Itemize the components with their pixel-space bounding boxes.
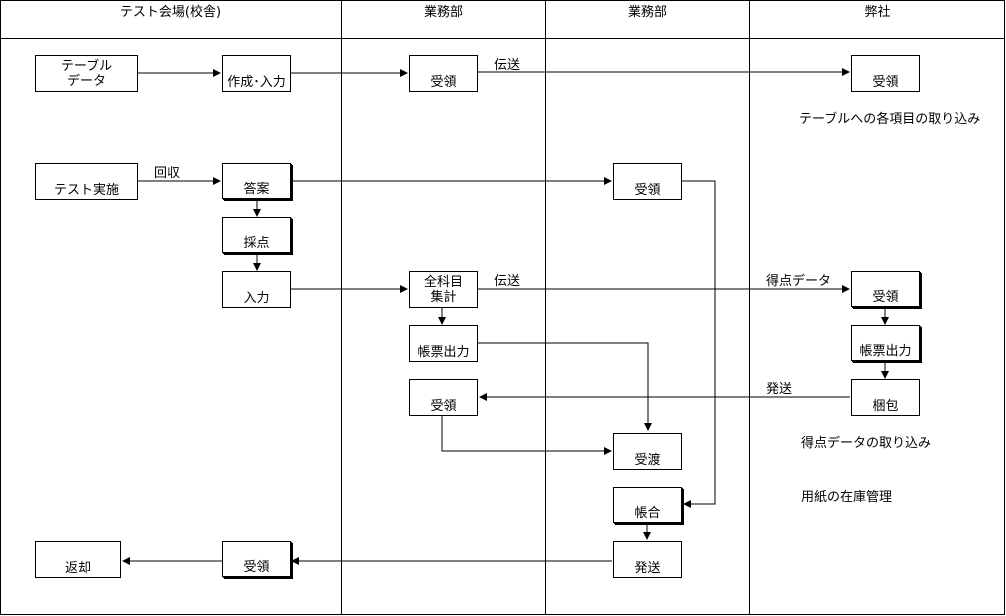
node-table-data-label: テーブル データ — [60, 58, 113, 89]
label-ship-back: 発送 — [766, 382, 793, 397]
note-import-scores: 得点データの取り込み — [801, 436, 932, 451]
node-ship: 発送 — [613, 541, 682, 578]
node-receive-2: 受領 — [613, 163, 682, 200]
lane-title-company: 弊社 — [864, 5, 891, 20]
node-receive-1: 受領 — [409, 55, 478, 92]
note-paper-stock: 用紙の在庫管理 — [801, 490, 893, 505]
node-return: 返却 — [35, 541, 121, 578]
lane-title-operations-1: 業務部 — [423, 5, 463, 20]
connectors — [122, 68, 889, 565]
node-pack: 梱包 — [851, 379, 920, 416]
label-transmit-1: 伝送 — [494, 58, 521, 73]
node-receive-company-2: 受領 — [851, 271, 920, 307]
label-collect: 回収 — [154, 166, 181, 181]
node-all-subjects-label: 全科目 集計 — [423, 274, 463, 305]
node-table-data: テーブル データ — [35, 55, 138, 92]
node-receive-3: 受領 — [409, 379, 478, 416]
arrow-receive2-to-match — [682, 180, 716, 508]
lane-title-operations-2: 業務部 — [627, 5, 667, 20]
node-create-input: 作成･入力 — [222, 55, 291, 92]
label-score-data: 得点データ — [766, 274, 832, 289]
node-answer-sheet: 答案 — [222, 163, 291, 199]
node-form-output: 帳票出力 — [409, 325, 478, 362]
node-receive-company-1: 受領 — [851, 55, 920, 92]
node-company-form-output: 帳票出力 — [851, 325, 920, 361]
node-grading: 採点 — [222, 217, 291, 253]
node-input: 入力 — [222, 271, 291, 308]
node-match: 帳合 — [613, 487, 682, 523]
label-transmit-2: 伝送 — [494, 274, 521, 289]
arrow-form-to-handover — [478, 342, 652, 431]
note-import-items: テーブルへの各項目の取り込み — [799, 112, 981, 127]
node-test-exec: テスト実施 — [35, 163, 138, 200]
node-all-subjects: 全科目 集計 — [409, 271, 478, 308]
arrow-receive-to-handover — [441, 415, 612, 455]
node-receive-4: 受領 — [222, 541, 291, 577]
lane-title-venue: テスト会場(校舎) — [119, 5, 222, 20]
node-hand-over: 受渡 — [613, 433, 682, 470]
